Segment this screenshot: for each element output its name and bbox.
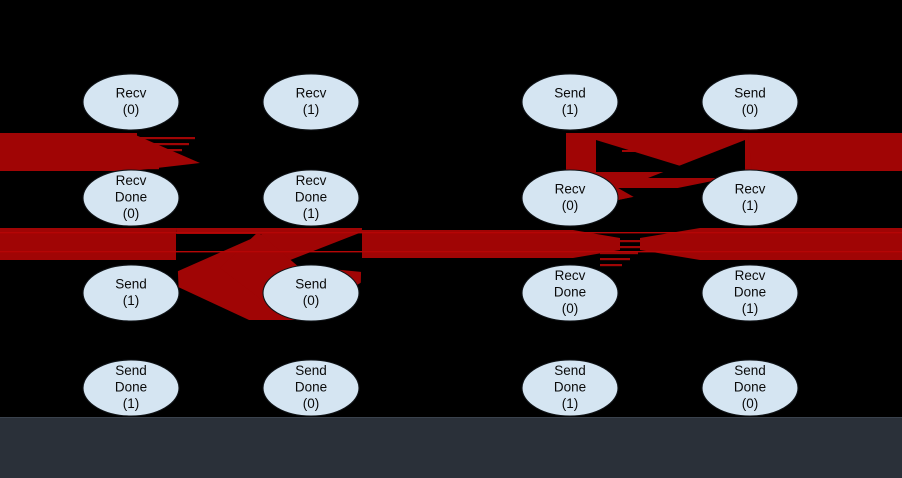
node-ellipse[interactable] bbox=[262, 169, 360, 227]
node-ellipse[interactable] bbox=[262, 359, 360, 417]
graph-node[interactable]: Send(1) bbox=[82, 264, 180, 322]
edge-notch-left-c bbox=[176, 286, 262, 326]
edge-notch-upper-right-b bbox=[648, 140, 745, 178]
graph-node[interactable]: Recv(0) bbox=[521, 169, 619, 227]
node-ellipse[interactable] bbox=[82, 264, 180, 322]
node-ellipse[interactable] bbox=[701, 169, 799, 227]
node-ellipse[interactable] bbox=[701, 264, 799, 322]
edge-notch-left-a bbox=[176, 234, 262, 272]
node-ellipse[interactable] bbox=[521, 359, 619, 417]
node-ellipse[interactable] bbox=[262, 264, 360, 322]
node-ellipse[interactable] bbox=[82, 73, 180, 131]
graph-node[interactable]: Recv(0) bbox=[82, 73, 180, 131]
graph-node[interactable]: Send(0) bbox=[262, 264, 360, 322]
node-ellipse[interactable] bbox=[82, 359, 180, 417]
edge-hairline-upper bbox=[0, 232, 902, 234]
node-ellipse[interactable] bbox=[701, 359, 799, 417]
edge-band-left-upper bbox=[0, 133, 137, 171]
edge-notch-upper-right-a bbox=[596, 140, 700, 172]
node-ellipse[interactable] bbox=[521, 73, 619, 131]
bottom-toolbar[interactable] bbox=[0, 417, 902, 478]
node-ellipse[interactable] bbox=[82, 169, 180, 227]
node-ellipse[interactable] bbox=[521, 169, 619, 227]
graph-node[interactable]: Send(0) bbox=[701, 73, 799, 131]
edge-comb-artifacts bbox=[137, 137, 684, 267]
node-ellipse[interactable] bbox=[521, 264, 619, 322]
graph-node[interactable]: Recv(1) bbox=[262, 73, 360, 131]
edge-notch-upper-right-c bbox=[618, 188, 718, 212]
edge-hairline-lower bbox=[0, 251, 902, 253]
node-ellipse[interactable] bbox=[701, 73, 799, 131]
edge-band-right-upper bbox=[745, 133, 902, 171]
node-ellipse[interactable] bbox=[262, 73, 360, 131]
edge-layer bbox=[0, 133, 902, 330]
graph-node[interactable]: Send(1) bbox=[521, 73, 619, 131]
graph-node[interactable]: Recv(1) bbox=[701, 169, 799, 227]
